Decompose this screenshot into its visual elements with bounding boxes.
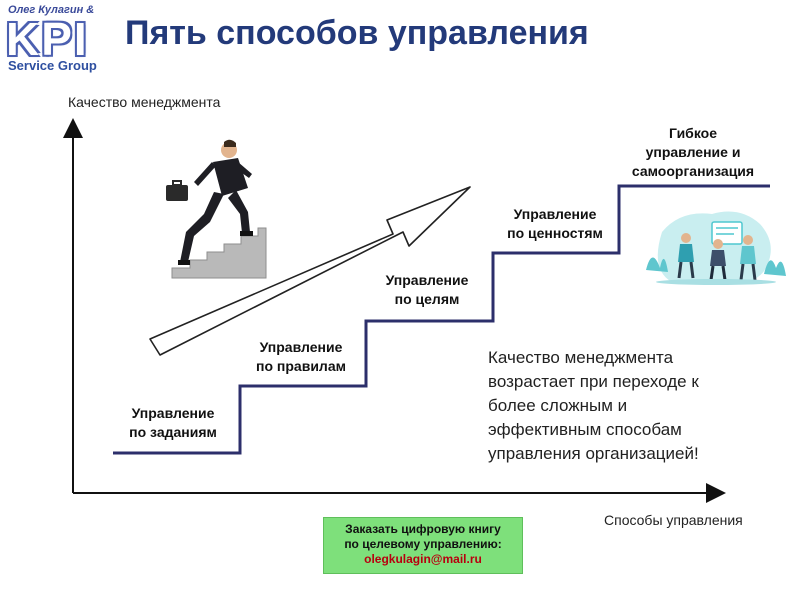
y-axis-label: Качество менеджмента (68, 94, 221, 110)
businessman-climbing-icon (166, 139, 267, 279)
team-illustration (646, 211, 786, 285)
kpi-logo: Олег Кулагин & KPI Service Group (4, 4, 114, 76)
page-title: Пять способов управления (125, 14, 589, 52)
logo-author: Олег Кулагин & (8, 4, 95, 16)
order-line-1: Заказать цифровую книгу (345, 522, 501, 536)
growth-arrow (149, 186, 471, 356)
step-label-goals: Управление по целям (385, 272, 469, 307)
order-line-2: по целевому управлению: (344, 537, 502, 551)
x-axis-label: Способы управления (604, 512, 743, 528)
staircase-line (113, 184, 770, 455)
step-label-tasks: Управление по заданиям (129, 405, 217, 440)
step-label-flexible: Гибкое управление и самоорганизация (631, 125, 755, 179)
step-label-values: Управление по ценностям (507, 206, 603, 241)
quality-note: Качество менеджмента возрастает при пере… (488, 348, 699, 463)
logo-group: Service Group (8, 58, 97, 73)
order-email-link[interactable]: olegkulagin@mail.ru (364, 552, 482, 566)
step-label-rules: Управление по правилам (256, 339, 346, 374)
logo-brand: KPI (6, 13, 89, 65)
order-book-banner[interactable]: Заказать цифровую книгу по целевому упра… (323, 517, 523, 574)
